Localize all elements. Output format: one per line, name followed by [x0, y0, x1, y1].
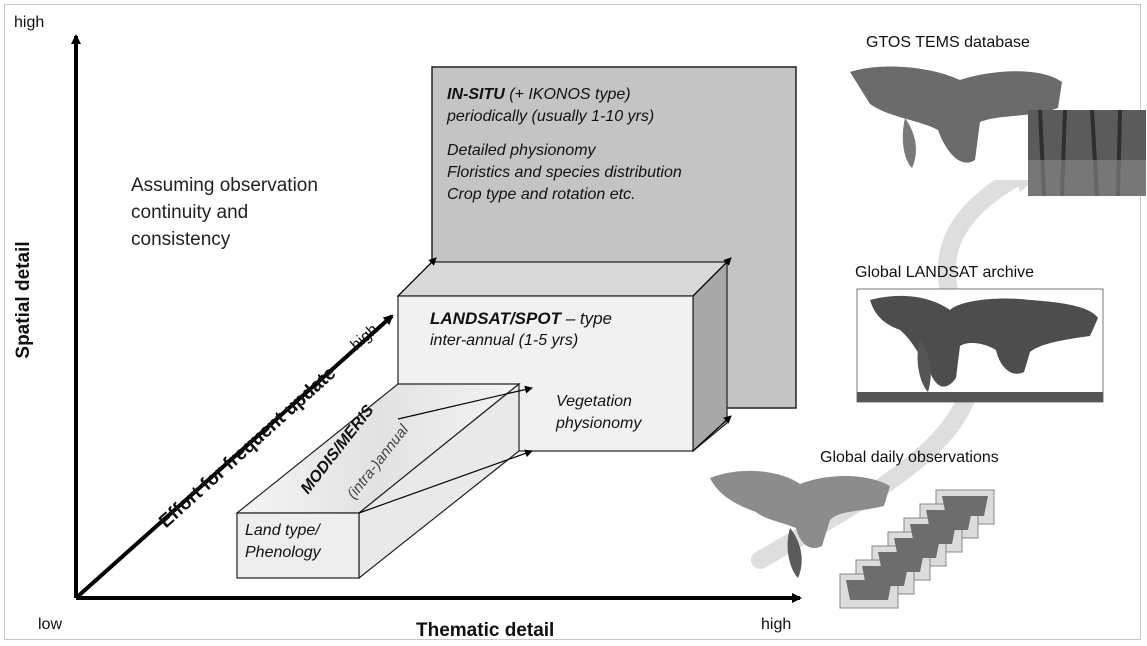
landsat-box-top: [396, 261, 729, 297]
note-line: consistency: [131, 229, 231, 250]
depth-arrow-1: [397, 257, 437, 297]
x-axis-high-label: high: [761, 616, 792, 633]
landsat-archive-map-image: [856, 288, 1104, 403]
insitu-item: Detailed physionomy: [447, 142, 596, 159]
note-line: Assuming observation: [131, 175, 318, 196]
origin-low-label: low: [38, 616, 63, 633]
modis-content-line: Land type/: [245, 522, 320, 539]
diagonal-axis: [74, 314, 394, 600]
landsat-archive-caption: Global LANDSAT archive: [855, 264, 1035, 281]
landsat-content-line: physionomy: [556, 415, 642, 432]
landsat-frequency: inter-annual (1-5 yrs): [430, 332, 579, 349]
depth-arrow-5: [692, 415, 732, 452]
modis-content-line: Phenology: [245, 544, 321, 561]
daily-observations-image: [710, 470, 995, 609]
x-axis-title: Thematic detail: [416, 620, 555, 641]
insitu-title: IN-SITU (+ IKONOS type): [447, 86, 631, 103]
gtos-caption: GTOS TEMS database: [866, 34, 1030, 51]
depth-arrow-3: [397, 385, 533, 420]
landsat-content: Vegetation physionomy: [556, 391, 641, 435]
depth-arrow-2: [692, 257, 732, 297]
assumption-note: Assuming observation continuity and cons…: [131, 172, 318, 253]
insitu-item: Floristics and species distribution: [447, 164, 682, 181]
insitu-text: IN-SITU (+ IKONOS type) periodically (us…: [447, 84, 682, 206]
modis-content: Land type/ Phenology: [245, 520, 321, 564]
depth-arrow-4: [358, 449, 533, 514]
insitu-frequency: periodically (usually 1-10 yrs): [447, 108, 655, 125]
daily-observations-caption: Global daily observations: [820, 449, 999, 466]
note-line: continuity and: [131, 202, 249, 223]
modis-box-front: [236, 512, 360, 579]
y-axis-high-label: high: [14, 14, 45, 31]
y-axis-title: Spatial detail: [13, 241, 34, 359]
figure-frame: [4, 4, 1141, 640]
landsat-content-line: Vegetation: [556, 393, 632, 410]
landsat-text: LANDSAT/SPOT – type inter-annual (1-5 yr…: [430, 308, 612, 352]
insitu-item: Crop type and rotation etc.: [447, 186, 636, 203]
landsat-title: LANDSAT/SPOT – type: [430, 309, 613, 328]
gtos-map-image: [840, 60, 1146, 197]
